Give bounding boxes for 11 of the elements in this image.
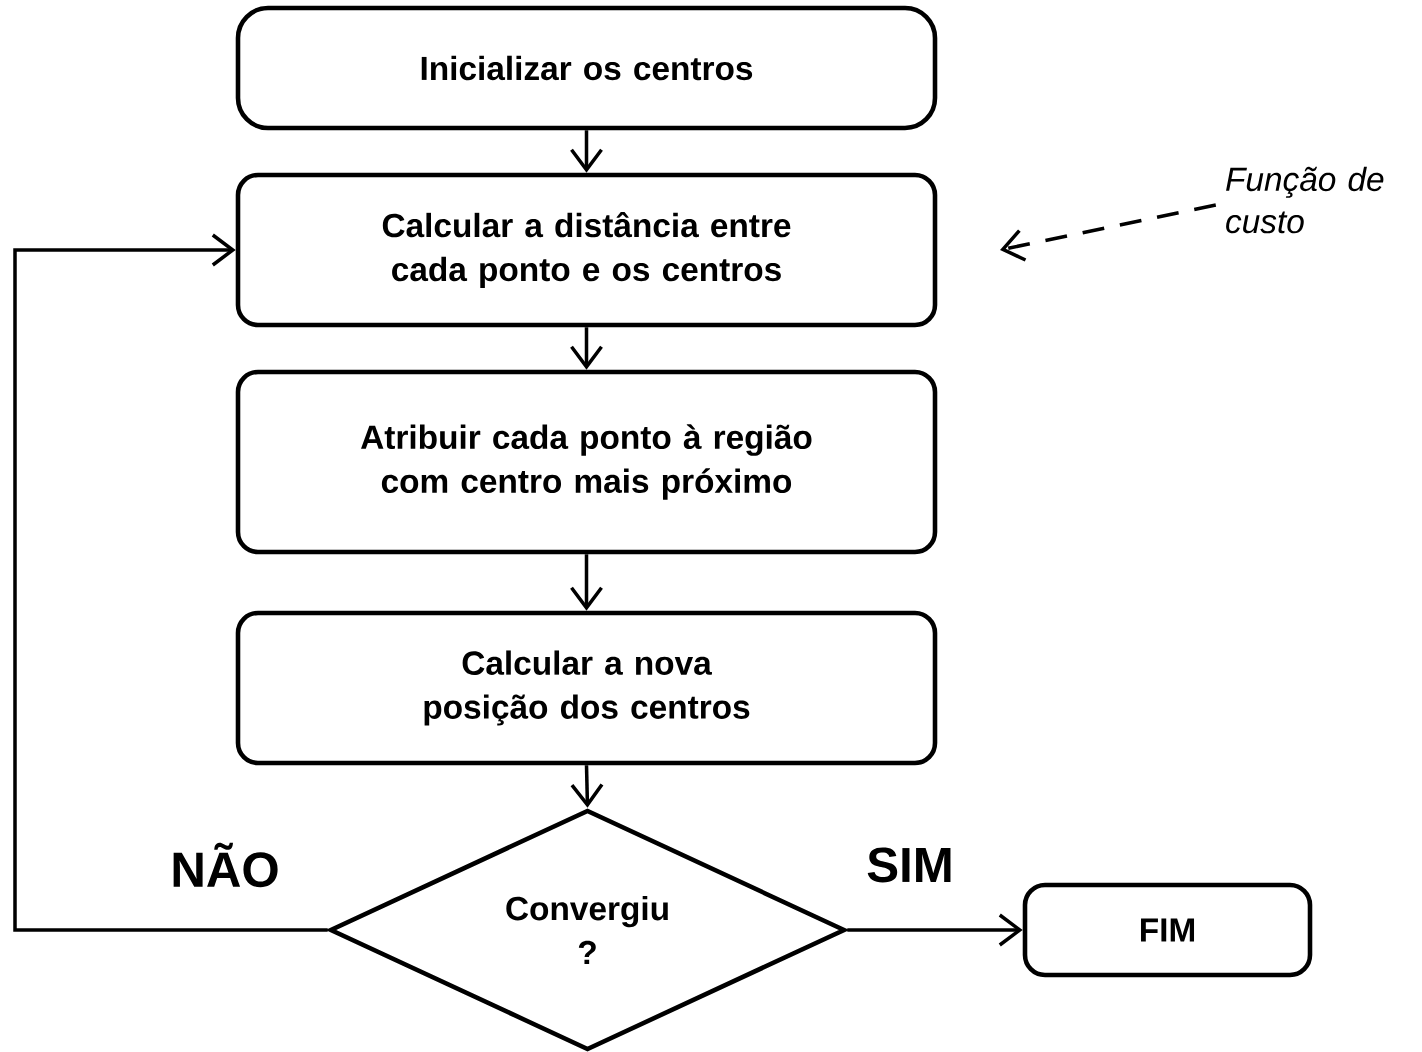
process-box: Calcular a nova posição dos centros: [235, 610, 938, 766]
arrow: [1000, 203, 1217, 262]
terminal-box: Inicializar os centros: [235, 5, 938, 131]
arrow: [13, 233, 328, 932]
process-box: Calcular a distância entre cada ponto e os centros: [235, 172, 938, 328]
edge-label: NÃO: [166, 839, 284, 891]
arrow: [847, 913, 1023, 947]
process-box: Atribuir cada ponto à região com centro mais próximo: [235, 369, 938, 555]
process-box: FIM: [1022, 882, 1313, 978]
annotation-text: Função de custo: [1226, 166, 1384, 234]
edge-label: SIM: [862, 844, 958, 886]
